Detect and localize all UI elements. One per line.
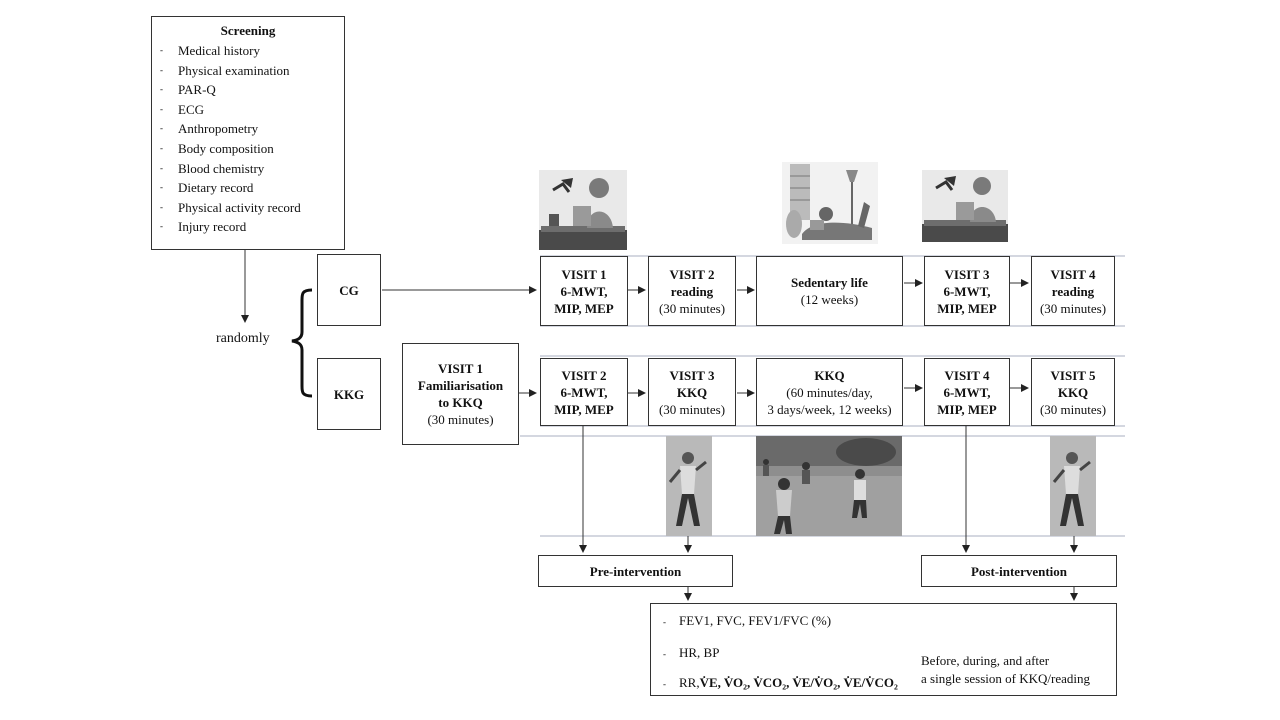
list-item: -Medical history xyxy=(160,43,260,58)
cg-sedentary-box: Sedentary life (12 weeks) xyxy=(756,256,903,326)
brace-note: Before, during, and after a single sessi… xyxy=(921,653,1090,686)
cg-visit3-box: VISIT 3 6-MWT, MIP, MEP xyxy=(924,256,1010,326)
list-item: -PAR-Q xyxy=(160,82,216,98)
list-item: -Dietary record xyxy=(160,180,254,196)
outcomes-box: -FEV1, FVC, FEV1/FVC (%) -HR, BP -RR,V̇E… xyxy=(650,603,1117,696)
kkg-kkq-box: KKQ (60 minutes/day, 3 days/week, 12 wee… xyxy=(756,358,903,426)
kkq-group-photo xyxy=(756,436,902,536)
list-item: -Blood chemistry xyxy=(160,160,265,176)
list-item: -Physical activity record xyxy=(160,199,301,215)
kkg-visit4-box: VISIT 4 6-MWT, MIP, MEP xyxy=(924,358,1010,426)
list-item: -Body composition xyxy=(160,140,274,156)
kkg-visit5-box: VISIT 5 KKQ (30 minutes) xyxy=(1031,358,1115,426)
desk-reading-illustration-post xyxy=(922,170,1008,242)
kkg-visit3-box: VISIT 3 KKQ (30 minutes) xyxy=(648,358,736,426)
kkq-player-photo-pre xyxy=(666,436,712,536)
kkg-visit1-box: VISIT 1 Familiarisation to KKQ (30 minut… xyxy=(402,343,519,445)
list-item: -ECG xyxy=(160,101,204,117)
desk-reading-illustration xyxy=(539,170,627,250)
outcome-gas-exchange: -RR,V̇E, V̇O₂, V̇CO₂, V̇E/V̇O₂, V̇E/V̇CO… xyxy=(663,675,898,690)
cg-visit2-box: VISIT 2 reading (30 minutes) xyxy=(648,256,736,326)
pre-intervention-box: Pre-intervention xyxy=(538,555,733,587)
post-intervention-box: Post-intervention xyxy=(921,555,1117,587)
cg-group-box: CG xyxy=(317,254,381,326)
outcome-hr-bp: -HR, BP xyxy=(663,645,720,660)
kkg-visit2-box: VISIT 2 6-MWT, MIP, MEP xyxy=(540,358,628,426)
kkg-group-box: KKG xyxy=(317,358,381,430)
list-item: -Anthropometry xyxy=(160,121,259,137)
screening-list: -Medical history -Physical examination -… xyxy=(160,41,336,237)
outcome-lung-function: -FEV1, FVC, FEV1/FVC (%) xyxy=(663,613,832,628)
screening-title: Screening xyxy=(220,23,276,38)
screening-box: Screening -Medical history -Physical exa… xyxy=(151,16,345,250)
cg-visit4-box: VISIT 4 reading (30 minutes) xyxy=(1031,256,1115,326)
list-item: -Physical examination xyxy=(160,62,290,78)
sedentary-life-illustration xyxy=(782,162,878,244)
kkq-player-photo-post xyxy=(1050,436,1096,536)
list-item: -Injury record xyxy=(160,219,247,235)
randomly-label: randomly xyxy=(216,331,270,346)
cg-visit1-box: VISIT 1 6-MWT, MIP, MEP xyxy=(540,256,628,326)
